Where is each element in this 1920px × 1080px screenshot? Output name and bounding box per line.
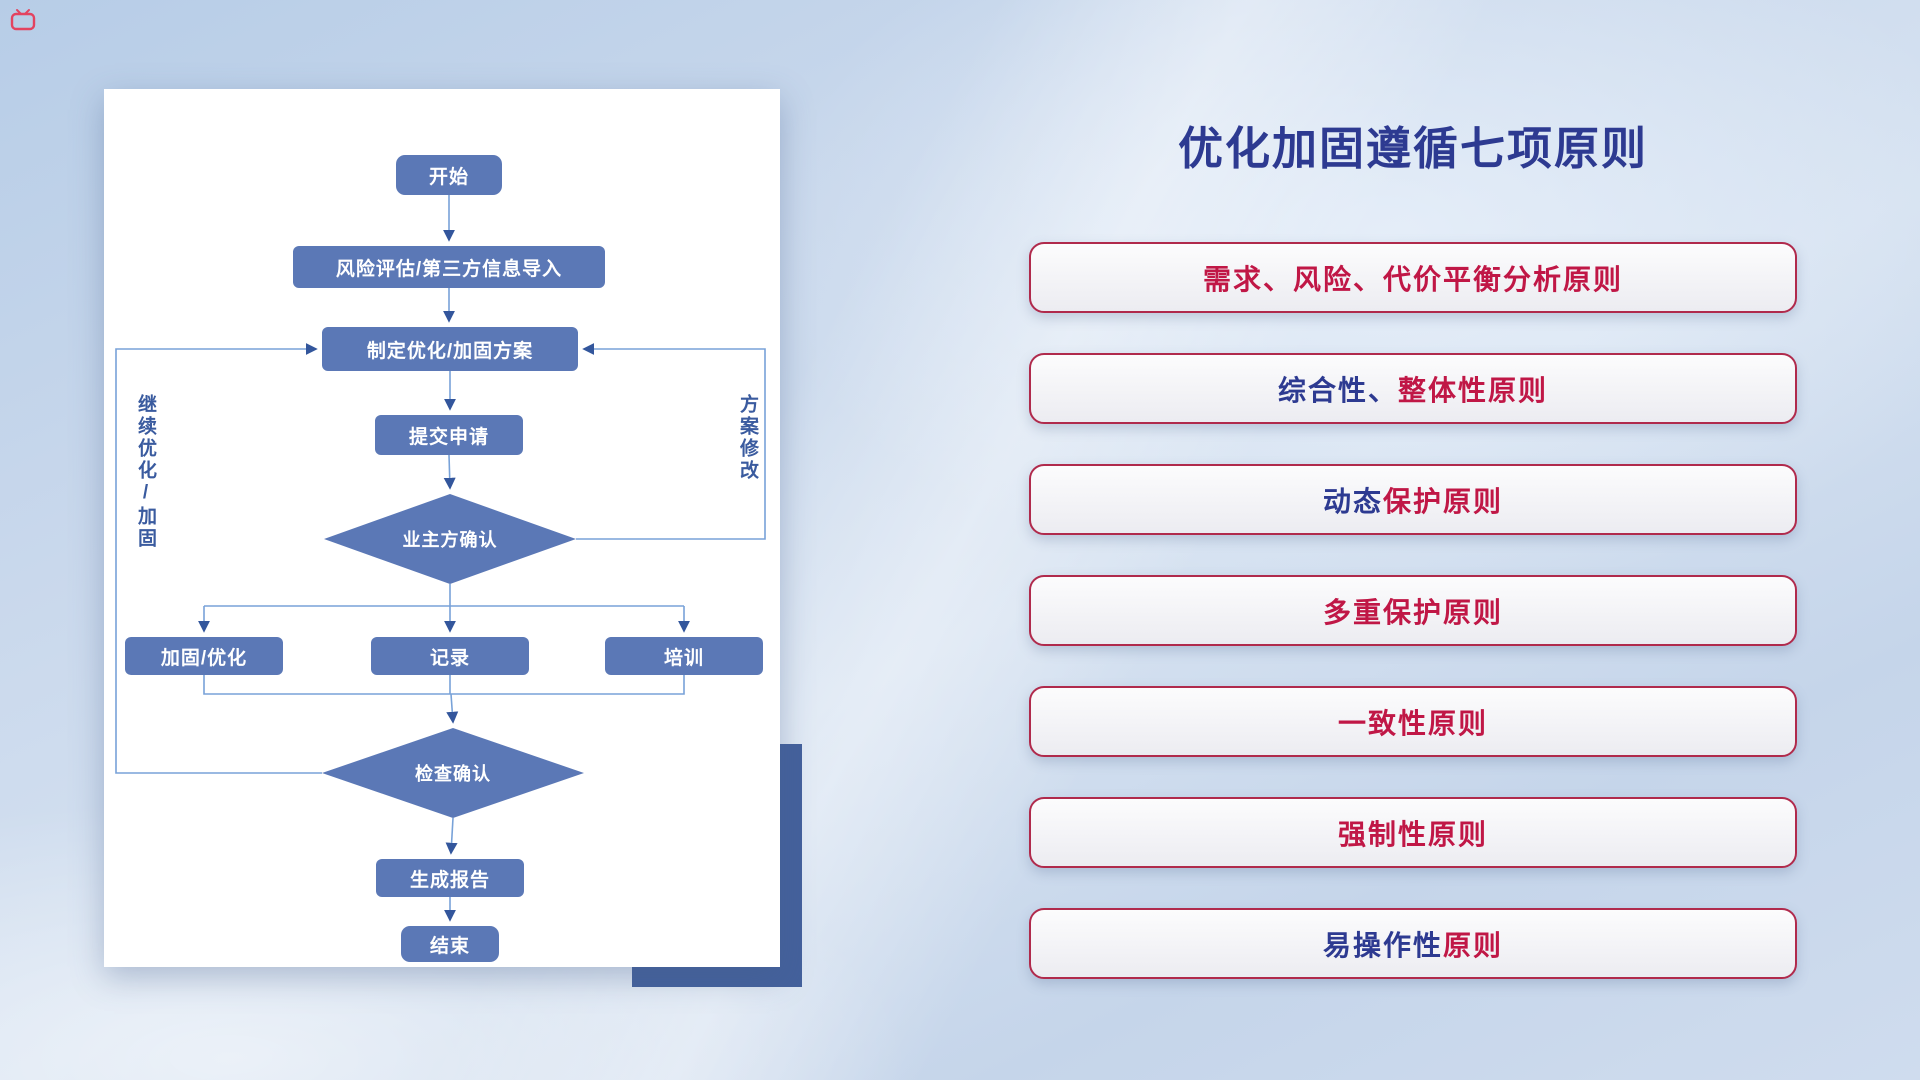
principle-text-segment: 强制性原则 [1337, 818, 1488, 850]
flow-label-plan-revise: 方案修改 [737, 394, 758, 482]
principle-text-segment: 易操作性 [1322, 929, 1443, 961]
flow-node-record: 记录 [371, 637, 529, 675]
principle-text-segment: 原则 [1443, 929, 1504, 961]
flowchart-connectors [115, 195, 766, 922]
principles-list: 需求、风险、代价平衡分析原则综合性、整体性原则动态保护原则多重保护原则一致性原则… [1029, 242, 1797, 1019]
principle-text-segment: 保护原则 [1383, 485, 1504, 517]
principle-text-segment: 整体性原则 [1398, 374, 1549, 406]
flowchart-card: 开始 风险评估/第三方信息导入 制定优化/加固方案 提交申请 业主方确认 加固/… [104, 89, 780, 967]
flow-node-make-plan: 制定优化/加固方案 [322, 327, 578, 371]
flow-node-end: 结束 [401, 926, 499, 962]
flow-node-submit: 提交申请 [375, 415, 523, 455]
principle-box: 强制性原则 [1029, 797, 1797, 868]
flow-node-risk-import: 风险评估/第三方信息导入 [293, 246, 605, 288]
flow-node-start: 开始 [396, 155, 502, 195]
flow-node-check-confirm: 检查确认 [415, 764, 491, 784]
principle-box: 动态保护原则 [1029, 464, 1797, 535]
owner-confirm-diamond [324, 494, 576, 584]
principle-text-segment: 一致性原则 [1337, 707, 1488, 739]
flow-node-report: 生成报告 [376, 859, 524, 897]
principle-box: 易操作性原则 [1029, 908, 1797, 979]
principle-text-segment: 综合性、 [1277, 374, 1398, 406]
principle-text-segment: 动态 [1322, 485, 1383, 517]
principle-box: 一致性原则 [1029, 686, 1797, 757]
corner-logo-icon [10, 8, 36, 37]
flow-node-owner-confirm: 业主方确认 [402, 530, 498, 550]
principle-box: 多重保护原则 [1029, 575, 1797, 646]
check-confirm-diamond [322, 728, 584, 818]
principle-box: 需求、风险、代价平衡分析原则 [1029, 242, 1797, 313]
flow-label-continue-loop: 继续优化/加固 [135, 394, 156, 550]
flow-node-reinforce: 加固/优化 [125, 637, 283, 675]
principle-box: 综合性、整体性原则 [1029, 353, 1797, 424]
principle-text-segment: 需求、风险、代价平衡分析原则 [1202, 263, 1623, 295]
principle-text-segment: 多重保护原则 [1322, 596, 1503, 628]
page-title: 优化加固遵循七项原则 [1177, 123, 1648, 174]
flow-node-training: 培训 [605, 637, 763, 675]
